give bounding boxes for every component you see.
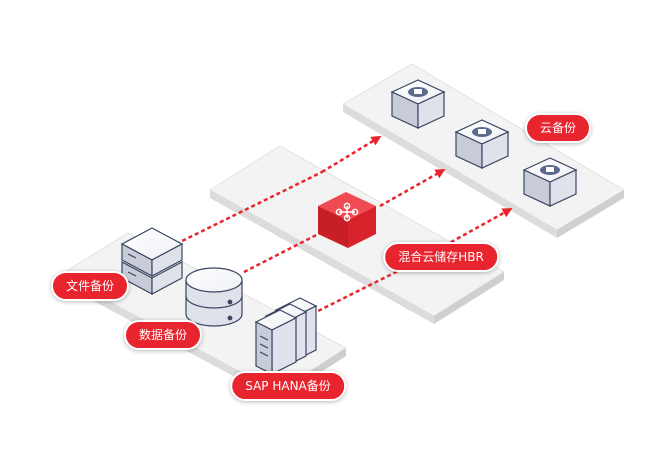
link-file-to-hbr <box>175 170 323 246</box>
link-hbr-to-cloud-1 <box>321 135 382 174</box>
cloud-storage-icon <box>390 79 446 129</box>
database-icon <box>185 267 243 327</box>
label-data-backup: 数据备份 <box>123 320 203 350</box>
file-server-icon <box>120 227 184 295</box>
cloud-storage-icon <box>454 119 510 169</box>
hub-network-icon <box>318 192 376 248</box>
link-hbr-to-cloud-3 <box>407 208 513 268</box>
label-file-backup: 文件备份 <box>50 271 130 301</box>
label-cloud-backup: 云备份 <box>524 113 592 143</box>
link-sap-to-hbr <box>311 264 409 316</box>
label-sap-backup: SAP HANA备份 <box>230 371 346 401</box>
link-db-to-hbr <box>243 226 331 274</box>
sap-server-rack-icon <box>254 297 318 375</box>
link-hbr-to-cloud-2 <box>379 169 446 208</box>
label-hbr: 混合云储存HBR <box>383 242 499 272</box>
connection-lines <box>175 135 513 316</box>
cloud-storage-icon <box>522 157 578 207</box>
